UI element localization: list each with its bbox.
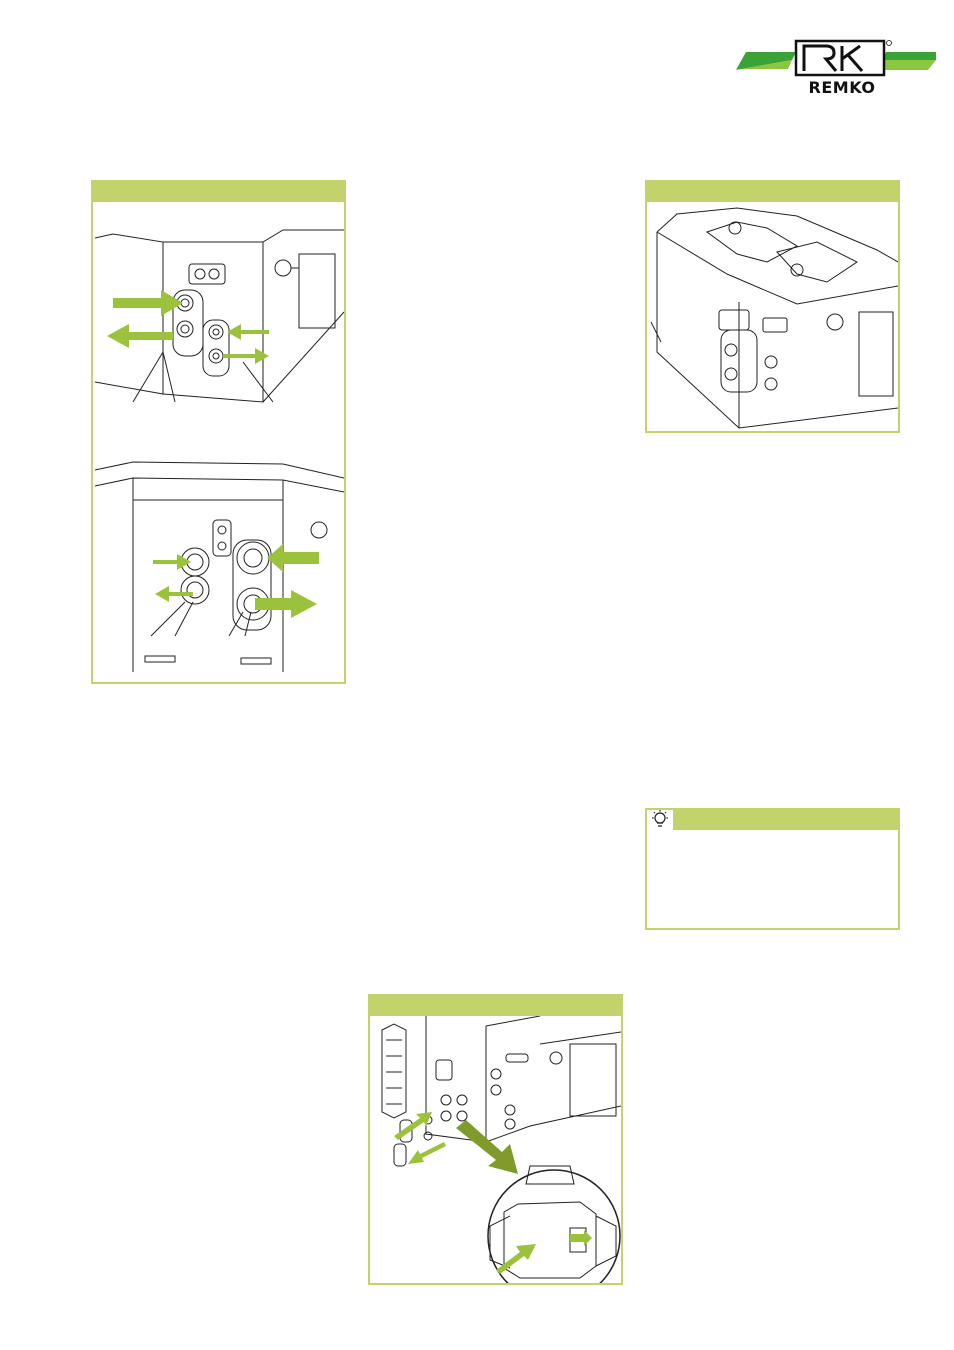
remko-logo <box>736 38 936 100</box>
flow-arrow-icon <box>394 1112 592 1274</box>
figure-header-bar <box>93 182 344 202</box>
figure-header-bar <box>647 182 898 202</box>
logo-graphic <box>736 39 936 77</box>
unit-connections-drawing <box>94 229 344 672</box>
figure-header-bar <box>370 996 621 1016</box>
figure-connections <box>91 180 346 684</box>
inlet-arrow-icon <box>107 290 319 618</box>
valve-detail-drawing <box>381 1016 621 1283</box>
logo-wordmark: REMKO <box>808 78 876 97</box>
tip-header-bar <box>675 810 898 830</box>
figure-unit-top <box>645 180 900 433</box>
unit-top-drawing <box>650 207 898 429</box>
figure-valve-detail <box>368 994 623 1285</box>
lightbulb-icon <box>647 810 675 830</box>
tip-box <box>645 808 900 930</box>
magnify-arrow-icon <box>456 1120 518 1174</box>
